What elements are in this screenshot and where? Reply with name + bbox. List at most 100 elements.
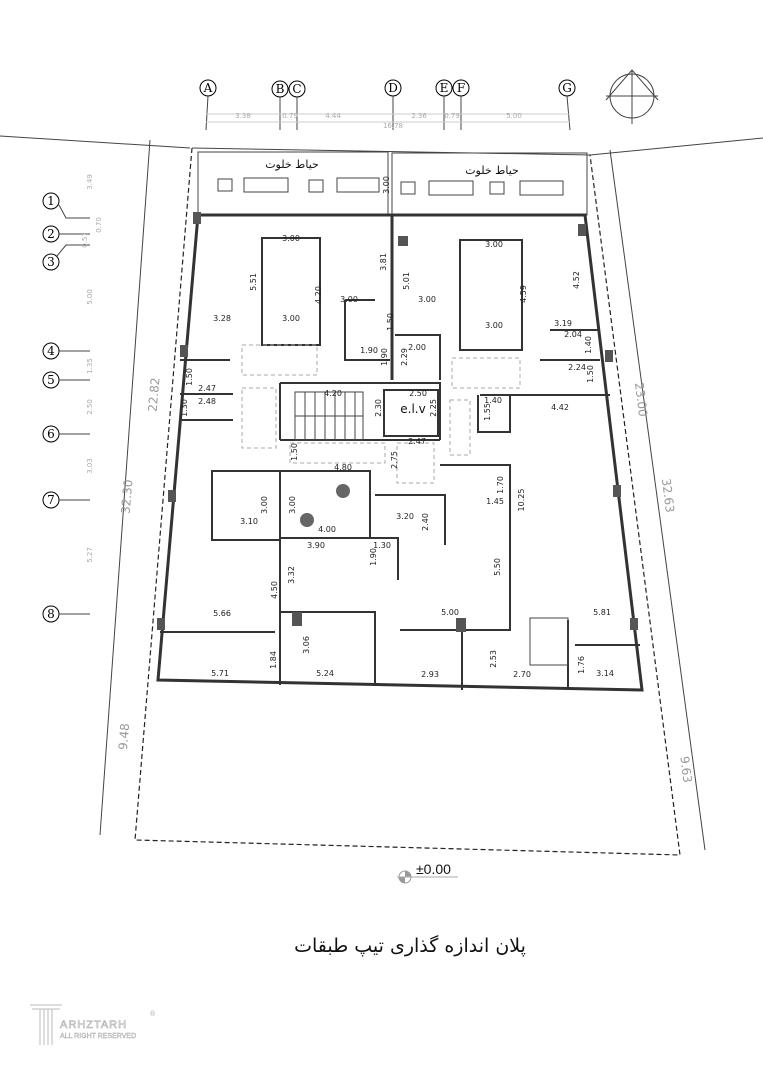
svg-text:4.52: 4.52 [572,271,581,289]
svg-text:1: 1 [47,194,55,208]
svg-text:1.50: 1.50 [185,368,194,386]
svg-text:3.14: 3.14 [596,669,614,678]
svg-text:3.00: 3.00 [485,321,503,330]
svg-text:4: 4 [47,344,55,358]
grid-bubble-8: 8 [42,605,90,623]
svg-text:1.70: 1.70 [496,476,505,494]
svg-text:22.82: 22.82 [146,377,163,412]
grid-columns: A B C D E F G 3.38 0.79 4.44 16.78 2.36 … [199,79,576,131]
svg-text:32.30: 32.30 [119,479,136,514]
svg-text:2.75: 2.75 [390,451,399,469]
svg-text:F: F [457,81,465,95]
walls [156,212,644,692]
grid-bubble-d: D [384,79,402,130]
svg-text:10.25: 10.25 [517,489,526,512]
svg-text:5.00: 5.00 [506,112,522,120]
svg-text:7: 7 [47,493,55,507]
north-arrow-icon [605,69,659,124]
svg-text:1.30: 1.30 [180,399,189,417]
svg-text:1.40: 1.40 [584,336,593,354]
svg-text:3.28: 3.28 [213,314,231,323]
svg-text:4.20: 4.20 [314,286,323,304]
svg-text:2.29: 2.29 [400,348,409,366]
svg-text:1.40: 1.40 [484,396,502,405]
svg-text:2.04: 2.04 [564,330,582,339]
svg-text:5.00: 5.00 [86,289,94,305]
level-marker-icon [397,870,458,884]
svg-text:3.20: 3.20 [396,512,414,521]
svg-text:3.06: 3.06 [302,636,311,654]
svg-text:2.48: 2.48 [198,397,216,406]
grid-bubble-3: 3 [42,244,90,271]
svg-text:3.00: 3.00 [282,314,300,323]
grid-bubble-c: C [288,80,306,130]
svg-text:0.51: 0.51 [81,232,89,248]
svg-text:0.79: 0.79 [282,112,298,120]
svg-text:5.71: 5.71 [211,669,229,678]
grid-bubble-1: 1 [42,192,90,219]
svg-text:2.50: 2.50 [409,389,427,398]
svg-text:2.47: 2.47 [198,384,216,393]
svg-text:1.84: 1.84 [269,651,278,669]
grid-rows: 1 2 3 4 5 6 7 8 3.49 0.70 0.51 5.00 1.35… [42,174,103,623]
svg-text:3.00: 3.00 [485,240,503,249]
svg-text:G: G [562,81,572,95]
svg-text:3.19: 3.19 [554,319,572,328]
svg-text:4.44: 4.44 [325,112,341,120]
svg-text:3.49: 3.49 [86,174,94,190]
svg-text:1.50: 1.50 [386,313,395,331]
svg-text:3.00: 3.00 [282,234,300,243]
grid-bubble-4: 4 [42,342,90,360]
svg-text:1.55: 1.55 [483,403,492,421]
svg-text:5: 5 [47,373,55,387]
svg-text:2.30: 2.30 [374,399,383,417]
svg-text:2.24: 2.24 [568,363,586,372]
svg-text:2.47: 2.47 [408,437,426,446]
svg-text:5.81: 5.81 [593,608,611,617]
svg-text:2.40: 2.40 [421,513,430,531]
grid-bubble-a: A [199,79,217,131]
svg-text:4.20: 4.20 [324,389,342,398]
grid-bubble-2: 2 [42,225,90,243]
svg-text:2.50: 2.50 [86,399,94,415]
svg-text:6: 6 [47,427,55,441]
svg-text:3.81: 3.81 [379,253,388,271]
site-boundary [0,135,763,856]
svg-text:3.00: 3.00 [418,295,436,304]
elevation-label: ±0.00 [416,861,451,877]
grid-bubble-f: F [452,79,470,130]
svg-text:2.53: 2.53 [489,650,498,668]
grid-bubble-e: E [435,79,453,130]
svg-text:1.76: 1.76 [577,656,586,674]
svg-text:4.59: 4.59 [519,285,528,303]
room-dimensions: 3.00 5.51 4.20 3.81 3.00 3.28 3.00 1.50 … [180,176,614,679]
svg-text:2: 2 [47,227,55,241]
svg-text:3.00: 3.00 [340,295,358,304]
svg-text:3.10: 3.10 [240,517,258,526]
garden-label-left: حیاط خلوت [265,158,319,171]
svg-text:3.38: 3.38 [235,112,251,120]
svg-text:1.30: 1.30 [373,541,391,550]
svg-text:23.00: 23.00 [632,382,650,418]
light-wells: حیاط خلوت حیاط خلوت [197,151,588,216]
svg-text:4.00: 4.00 [318,525,336,534]
svg-text:3.32: 3.32 [287,566,296,584]
grid-bubble-b: B [271,80,289,130]
svg-text:1.45: 1.45 [486,497,504,506]
svg-text:A: A [203,81,213,95]
logo-icon [30,1004,62,1045]
svg-text:4.50: 4.50 [270,581,279,599]
grid-bubble-5: 5 [42,371,90,389]
svg-text:C: C [292,82,301,96]
svg-text:1.35: 1.35 [86,358,94,374]
svg-text:2.36: 2.36 [411,112,427,120]
registered-mark: ® [150,1011,156,1018]
svg-text:5.24: 5.24 [316,669,334,678]
svg-text:4.42: 4.42 [551,403,569,412]
svg-text:5.00: 5.00 [441,608,459,617]
grid-bubble-g: G [558,79,576,131]
svg-text:5.51: 5.51 [249,273,258,291]
svg-text:9.48: 9.48 [116,723,132,751]
svg-text:5.27: 5.27 [86,547,94,563]
